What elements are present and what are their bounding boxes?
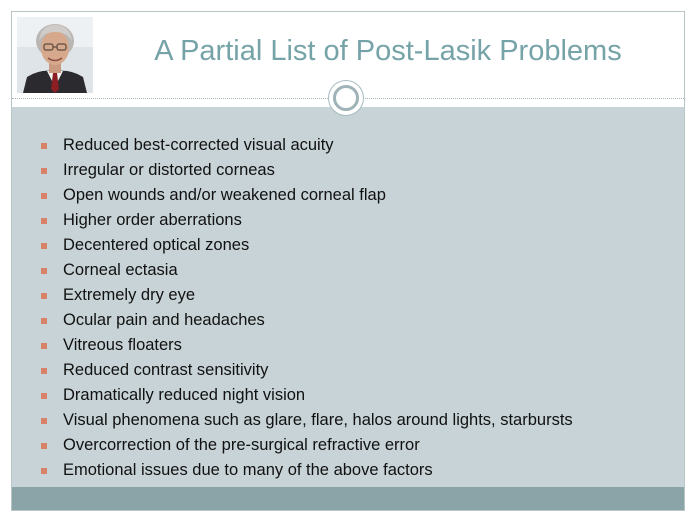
circle-ornament-inner bbox=[333, 85, 359, 111]
square-bullet-icon bbox=[41, 168, 47, 174]
list-item-text: Corneal ectasia bbox=[63, 261, 178, 279]
square-bullet-icon bbox=[41, 468, 47, 474]
list-item: Irregular or distorted corneas bbox=[41, 158, 573, 183]
square-bullet-icon bbox=[41, 143, 47, 149]
list-item: Corneal ectasia bbox=[41, 258, 573, 283]
footer-bar bbox=[12, 487, 684, 510]
square-bullet-icon bbox=[41, 418, 47, 424]
list-item: Reduced contrast sensitivity bbox=[41, 358, 573, 383]
list-item: Ocular pain and headaches bbox=[41, 308, 573, 333]
list-item-text: Overcorrection of the pre-surgical refra… bbox=[63, 436, 420, 454]
list-item-text: Extremely dry eye bbox=[63, 286, 196, 304]
list-item-text: Irregular or distorted corneas bbox=[63, 161, 275, 179]
list-item-text: Ocular pain and headaches bbox=[63, 311, 265, 329]
square-bullet-icon bbox=[41, 193, 47, 199]
list-item-text: Dramatically reduced night vision bbox=[63, 386, 306, 404]
square-bullet-icon bbox=[41, 343, 47, 349]
list-item: Overcorrection of the pre-surgical refra… bbox=[41, 433, 573, 458]
list-item-text: Visual phenomena such as glare, flare, h… bbox=[63, 411, 573, 429]
list-item-text: Decentered optical zones bbox=[63, 236, 250, 254]
circle-ornament-icon bbox=[328, 80, 364, 116]
square-bullet-icon bbox=[41, 268, 47, 274]
slide-title: A Partial List of Post-Lasik Problems bbox=[154, 35, 622, 67]
portrait-photo bbox=[17, 17, 93, 93]
list-item: Emotional issues due to many of the abov… bbox=[41, 458, 573, 483]
list-item: Vitreous floaters bbox=[41, 333, 573, 358]
slide-frame: A Partial List of Post-Lasik Problems Re… bbox=[11, 11, 685, 511]
portrait-illustration bbox=[17, 17, 93, 93]
content-area: Reduced best-corrected visual acuity Irr… bbox=[12, 107, 684, 487]
list-item: Reduced best-corrected visual acuity bbox=[41, 133, 573, 158]
square-bullet-icon bbox=[41, 318, 47, 324]
list-item-text: Reduced best-corrected visual acuity bbox=[63, 136, 334, 154]
square-bullet-icon bbox=[41, 393, 47, 399]
slide-header: A Partial List of Post-Lasik Problems bbox=[12, 12, 684, 98]
list-item-text: Open wounds and/or weakened corneal flap bbox=[63, 186, 386, 204]
list-item: Decentered optical zones bbox=[41, 233, 573, 258]
list-item-text: Emotional issues due to many of the abov… bbox=[63, 461, 433, 479]
square-bullet-icon bbox=[41, 243, 47, 249]
list-item-text: Reduced contrast sensitivity bbox=[63, 361, 269, 379]
list-item: Extremely dry eye bbox=[41, 283, 573, 308]
list-item-text: Higher order aberrations bbox=[63, 211, 242, 229]
list-item-text: Vitreous floaters bbox=[63, 336, 182, 354]
square-bullet-icon bbox=[41, 368, 47, 374]
square-bullet-icon bbox=[41, 218, 47, 224]
list-item: Higher order aberrations bbox=[41, 208, 573, 233]
list-item: Visual phenomena such as glare, flare, h… bbox=[41, 408, 573, 433]
bullet-list: Reduced best-corrected visual acuity Irr… bbox=[41, 133, 573, 483]
square-bullet-icon bbox=[41, 443, 47, 449]
square-bullet-icon bbox=[41, 293, 47, 299]
list-item: Dramatically reduced night vision bbox=[41, 383, 573, 408]
list-item: Open wounds and/or weakened corneal flap bbox=[41, 183, 573, 208]
